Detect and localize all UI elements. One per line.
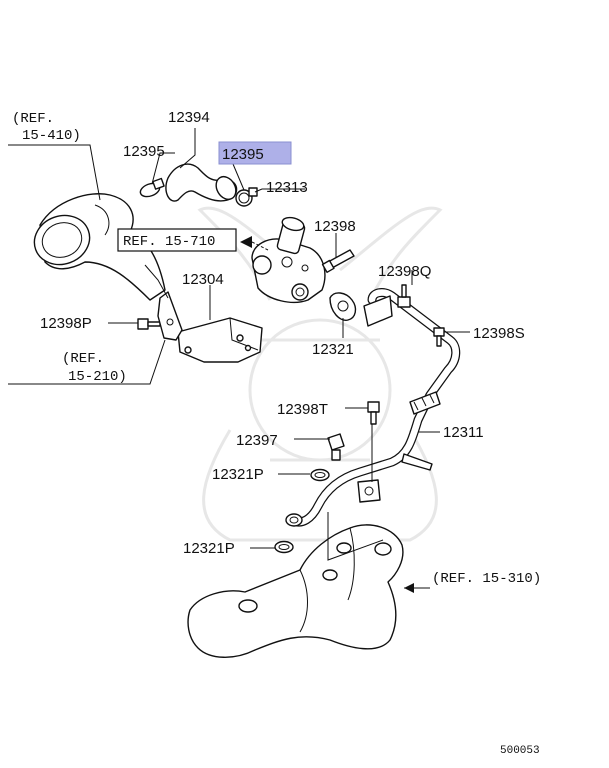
ref-15-310-text[interactable]: (REF. 15-310): [432, 571, 541, 587]
ref-15-310-arrow: [404, 583, 414, 593]
gasket-12321-part: [329, 292, 357, 321]
watermark-crest: [197, 206, 443, 542]
gasket-12321p-b-part: [274, 540, 294, 554]
label-12321p-b[interactable]: 12321P: [183, 540, 235, 557]
label-12398s[interactable]: 12398S: [473, 325, 525, 342]
bolt-12398q-part: [397, 284, 411, 308]
bolt-12398p-part: [137, 318, 161, 330]
label-12313[interactable]: 12313: [266, 179, 308, 196]
air-duct-part: [33, 193, 166, 301]
pipe-12311-part: [285, 288, 461, 527]
ref-15-410-line2[interactable]: 15-410): [22, 128, 81, 144]
exhaust-manifold-part: [187, 524, 404, 658]
label-12398p[interactable]: 12398P: [40, 315, 92, 332]
label-12397[interactable]: 12397: [236, 432, 278, 449]
plug-12397-part: [327, 433, 345, 461]
label-12304[interactable]: 12304: [182, 271, 224, 288]
valve-12313-part: [251, 216, 326, 304]
diagram-code: 500053: [500, 745, 540, 757]
bolt-12398-part: [321, 249, 355, 274]
label-12394[interactable]: 12394: [168, 109, 210, 126]
bolt-12398t-part: [367, 401, 380, 425]
ref-15-710-box: [117, 228, 237, 252]
bracket-15-210-part: [157, 291, 183, 341]
label-12321[interactable]: 12321: [312, 341, 354, 358]
ref-15-210-line1[interactable]: (REF.: [62, 351, 104, 367]
gasket-12321p-a-part: [310, 468, 330, 482]
highlight-box: [218, 141, 292, 165]
label-12311[interactable]: 12311: [443, 424, 484, 441]
bracket-12304-part: [177, 317, 263, 363]
ref-15-710-arrow: [240, 236, 269, 251]
ref-15-710-text[interactable]: REF. 15-710: [123, 234, 215, 250]
hose-clamp-left-part: [139, 177, 165, 198]
hose-clamp-right-part: [235, 187, 258, 207]
label-12398q[interactable]: 12398Q: [378, 263, 431, 280]
ref-15-410-line1[interactable]: (REF.: [12, 111, 54, 127]
label-12398[interactable]: 12398: [314, 218, 356, 235]
ref-15-210-line2[interactable]: 15-210): [68, 369, 127, 385]
leader-lines: [8, 128, 470, 589]
label-12398t[interactable]: 12398T: [277, 401, 328, 418]
label-12395-highlighted[interactable]: 12395: [222, 146, 264, 163]
hose-12394-part: [165, 163, 238, 202]
label-12321p-a[interactable]: 12321P: [212, 466, 264, 483]
label-12395-left[interactable]: 12395: [123, 143, 165, 160]
